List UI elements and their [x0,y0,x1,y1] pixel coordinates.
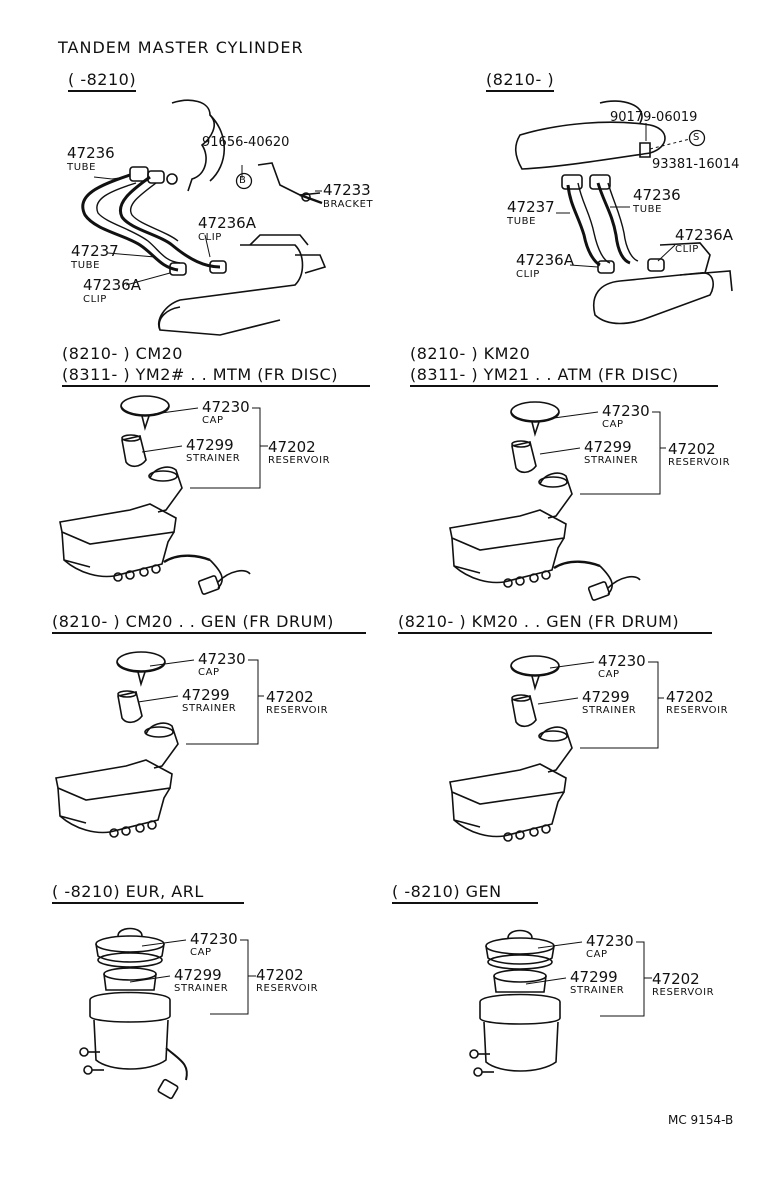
part-number: 47230 [586,932,634,950]
reservoir-illustration [46,648,256,858]
part-number: 47299 [186,436,234,454]
symbol-b-letter: B [239,175,247,186]
part-name: RESERVOIR [256,983,319,994]
part-name: CAP [198,667,220,678]
reservoir-illustration [50,392,260,602]
part-number: 47236A [516,251,574,269]
part-number: 47236A [83,276,141,294]
part-name: RESERVOIR [266,705,329,716]
part-number: 47236 [67,144,115,162]
part-name: CLIP [516,269,540,280]
part-number: 47237 [507,198,555,216]
part-number: 47230 [190,930,238,948]
section-header: (8210- ) CM20 [62,344,183,363]
part-number: 47230 [598,652,646,670]
part-number: 47202 [666,688,714,706]
part-number: 91656-40620 [202,135,290,150]
part-name: TUBE [71,260,101,271]
reservoir-illustration [460,922,670,1132]
section-header: ( -8210) EUR, ARL [52,882,244,904]
part-number: 47202 [266,688,314,706]
part-name: CAP [190,947,212,958]
part-name: CLIP [83,294,107,305]
parts-diagram: TANDEM MASTER CYLINDER ( -8210) 47 [46,38,740,1132]
part-name: RESERVOIR [268,455,331,466]
section-header: (8210- ) KM20 [410,344,531,363]
tubes-late-illustration [500,95,740,345]
part-number: 47299 [582,688,630,706]
reservoir-illustration [70,920,280,1130]
part-name: RESERVOIR [652,987,715,998]
part-number: 47299 [570,968,618,986]
part-number: 47236 [633,186,681,204]
part-number: 47202 [668,440,716,458]
reservoir-illustration [440,652,650,862]
part-name: TUBE [507,216,537,227]
part-name: BRACKET [323,199,374,210]
part-number: 90179-06019 [610,110,698,125]
diagram-title: TANDEM MASTER CYLINDER [58,38,304,57]
part-name: RESERVOIR [668,457,731,468]
part-name: STRAINER [186,453,241,464]
part-number: 47230 [202,398,250,416]
tubes-early-illustration [60,95,390,345]
part-name: CAP [598,669,620,680]
part-name: CLIP [675,244,699,255]
part-number: 47202 [652,970,700,988]
section-header: (8311- ) YM2# . . MTM (FR DISC) [62,365,370,387]
diagram-code: MC 9154-B [668,1113,734,1127]
reservoir-illustration [440,398,650,608]
part-name: STRAINER [584,455,639,466]
section-header-tubes-late: (8210- ) [486,70,555,92]
part-name: TUBE [633,204,663,215]
part-number: 47299 [584,438,632,456]
part-number: 47230 [198,650,246,668]
part-name: STRAINER [182,703,237,714]
part-number: 93381-16014 [652,157,740,172]
part-number: 47236A [198,214,256,232]
symbol-s-icon [688,129,706,147]
part-number: 47299 [174,966,222,984]
part-number: 47233 [323,181,371,199]
part-number: 47230 [602,402,650,420]
part-name: CAP [202,415,224,426]
part-name: STRAINER [582,705,637,716]
part-number: 47202 [256,966,304,984]
part-name: CLIP [198,232,222,243]
section-header: (8210- ) KM20 . . GEN (FR DRUM) [398,612,712,634]
part-name: STRAINER [570,985,625,996]
part-name: RESERVOIR [666,705,729,716]
part-number: 47299 [182,686,230,704]
section-header-tubes-early: ( -8210) [68,70,137,92]
section-header: (8311- ) YM21 . . ATM (FR DISC) [410,365,718,387]
part-number: 47236A [675,226,733,244]
part-number: 47237 [71,242,119,260]
symbol-s-letter: S [693,132,700,143]
section-header: (8210- ) CM20 . . GEN (FR DRUM) [52,612,366,634]
section-header: ( -8210) GEN [392,882,538,904]
part-number: 47202 [268,438,316,456]
symbol-b-icon [235,172,253,190]
part-name: TUBE [67,162,97,173]
part-name: CAP [586,949,608,960]
part-name: CAP [602,419,624,430]
part-name: STRAINER [174,983,229,994]
